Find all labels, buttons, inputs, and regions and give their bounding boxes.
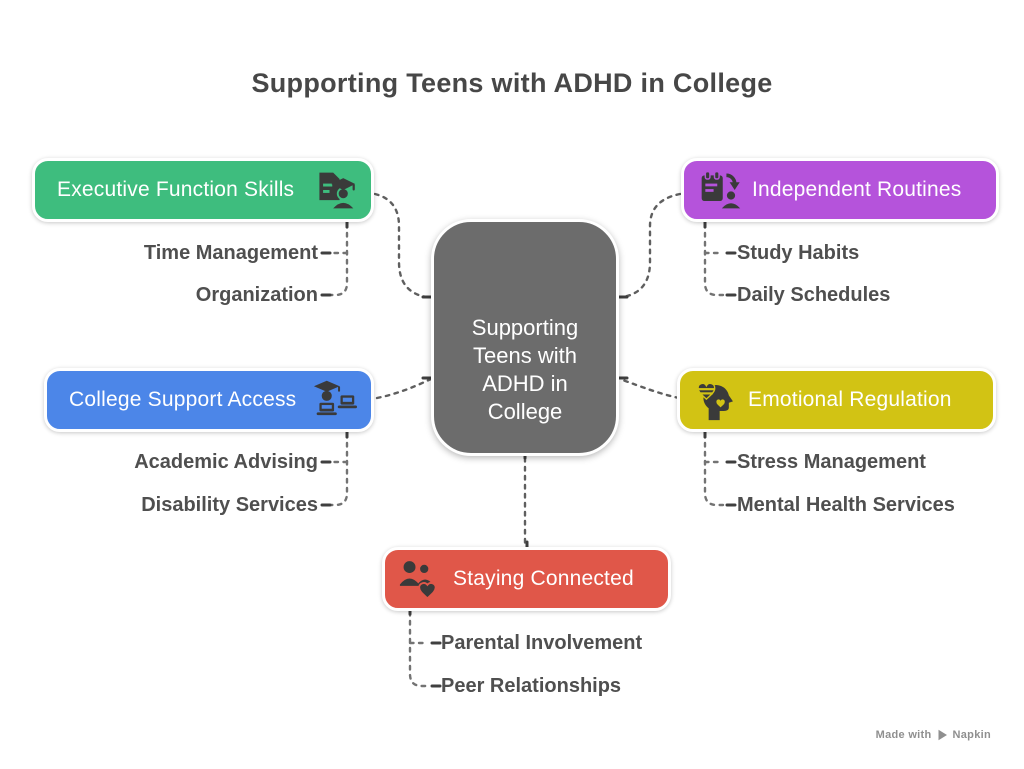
play-icon [937,729,948,741]
branch-label: Staying Connected [453,567,634,590]
clipboard-routine-icon [698,168,742,212]
sub-item-mental-health-services: Mental Health Services [737,494,955,516]
sub-item-time-management: Time Management [143,242,318,264]
branch-label: Emotional Regulation [748,388,952,411]
sub-item-disability-services: Disability Services [141,494,318,516]
sub-item-academic-advising: Academic Advising [134,451,318,473]
branch-label: Executive Function Skills [57,178,295,201]
page-title: Supporting Teens with ADHD in College [251,68,773,98]
sub-item-daily-schedules: Daily Schedules [737,284,891,306]
branch-independent-routines: Independent Routines [681,158,999,222]
sub-item-parental-involvement: Parental Involvement [441,632,643,654]
watermark-brand: Napkin [952,729,991,741]
central-topic-node: Supporting Teens with ADHD in College [431,219,619,456]
sub-item-study-habits: Study Habits [737,242,860,264]
central-topic-label: Supporting Teens with ADHD in College [471,315,579,424]
branch-label: Independent Routines [752,178,962,201]
sub-item-peer-relationships: Peer Relationships [441,675,622,697]
people-heart-icon [399,557,443,601]
branch-staying-connected: Staying Connected [382,547,671,611]
napkin-watermark[interactable]: Made with Napkin [876,729,991,741]
head-heart-icon [694,378,738,422]
sub-item-stress-management: Stress Management [737,451,926,473]
graduate-laptop-icon [313,378,357,422]
watermark-prefix: Made with [875,729,932,741]
sub-item-organization: Organization [195,284,318,306]
document-graduate-icon [313,168,357,212]
branch-emotional-regulation: Emotional Regulation [677,368,996,432]
branch-label: College Support Access [69,388,297,411]
branch-college-support-access: College Support Access [44,368,374,432]
branch-executive-function-skills: Executive Function Skills [32,158,374,222]
